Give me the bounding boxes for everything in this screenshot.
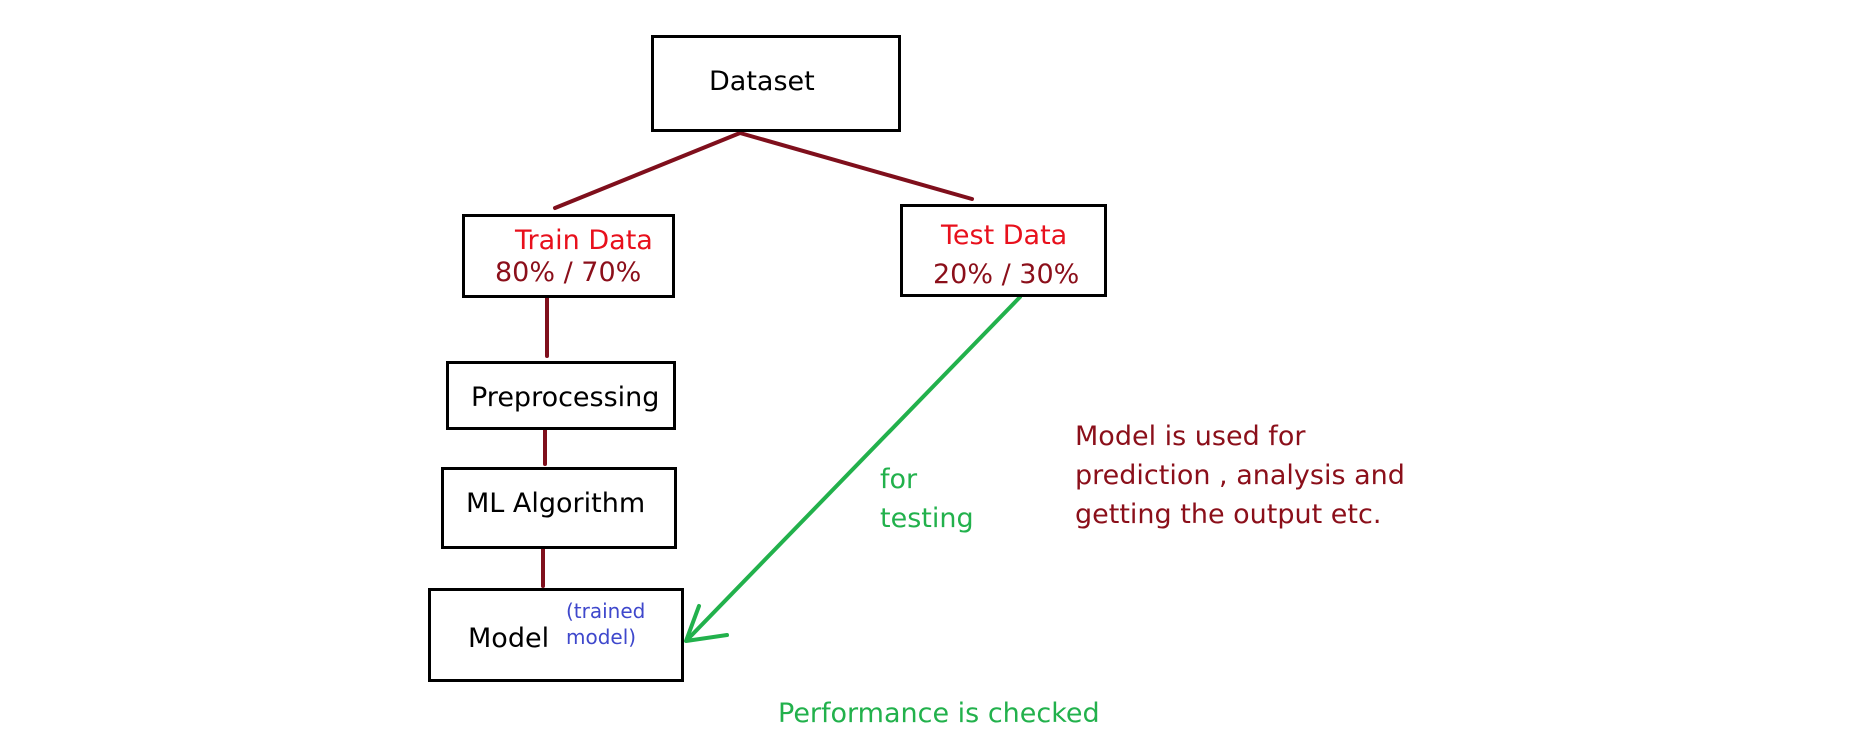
test-data-ratio: 20% / 30% [933,259,1080,290]
preprocessing-label: Preprocessing [471,382,660,413]
model-usage-line2: prediction , analysis and [1075,460,1405,491]
train-data-label: Train Data [515,225,653,256]
connector-dataset-test [738,131,974,201]
model-usage-line1: Model is used for [1075,421,1306,452]
train-data-box: Train Data 80% / 70% [462,214,675,298]
model-note-line2: model) [566,625,637,649]
model-label: Model [468,623,550,654]
train-data-ratio: 80% / 70% [495,257,642,288]
test-data-box: Test Data 20% / 30% [900,204,1107,297]
ml-algorithm-box: ML Algorithm [441,467,677,549]
dataset-label: Dataset [709,66,815,97]
testing-arrow-shaft [686,295,1022,641]
performance-label: Performance is checked [778,698,1100,729]
testing-arrow-head [684,604,729,643]
connector-dataset-train [553,131,742,210]
for-testing-line1: for [880,464,918,495]
model-note-line1: (trained [566,599,646,623]
test-data-label: Test Data [941,220,1068,251]
dataset-box: Dataset [651,35,901,132]
ml-algorithm-label: ML Algorithm [466,488,646,519]
model-usage-line3: getting the output etc. [1075,499,1382,530]
preprocessing-box: Preprocessing [446,361,676,430]
model-box: Model (trained model) [428,588,684,682]
for-testing-line2: testing [880,503,974,534]
